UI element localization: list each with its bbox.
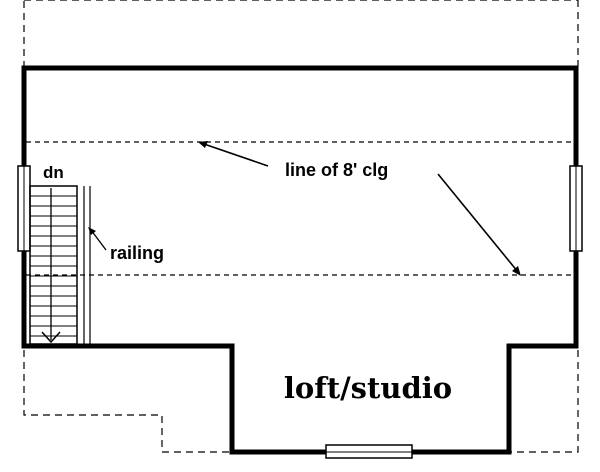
ceiling-leader-arrow-left xyxy=(198,141,269,167)
ceiling-leader-arrow-right xyxy=(437,173,521,276)
label-dn: dn xyxy=(43,163,64,182)
label-room: loft/studio xyxy=(284,371,452,405)
window-right xyxy=(569,165,583,252)
label-railing: railing xyxy=(110,243,164,263)
roof-outline-dashed xyxy=(23,0,579,68)
window-left xyxy=(17,165,31,252)
window-bottom xyxy=(325,444,413,459)
lower-right-outline-dashed xyxy=(510,350,579,453)
railing xyxy=(83,186,91,344)
stair-arrow-head xyxy=(41,331,61,344)
exterior-wall xyxy=(21,65,579,455)
railing-leader-arrow xyxy=(88,227,107,251)
lower-left-outline-dashed xyxy=(23,350,232,453)
stairs xyxy=(29,185,78,345)
label-ceiling-line: line of 8' clg xyxy=(285,160,388,180)
stair-treads xyxy=(30,195,77,337)
